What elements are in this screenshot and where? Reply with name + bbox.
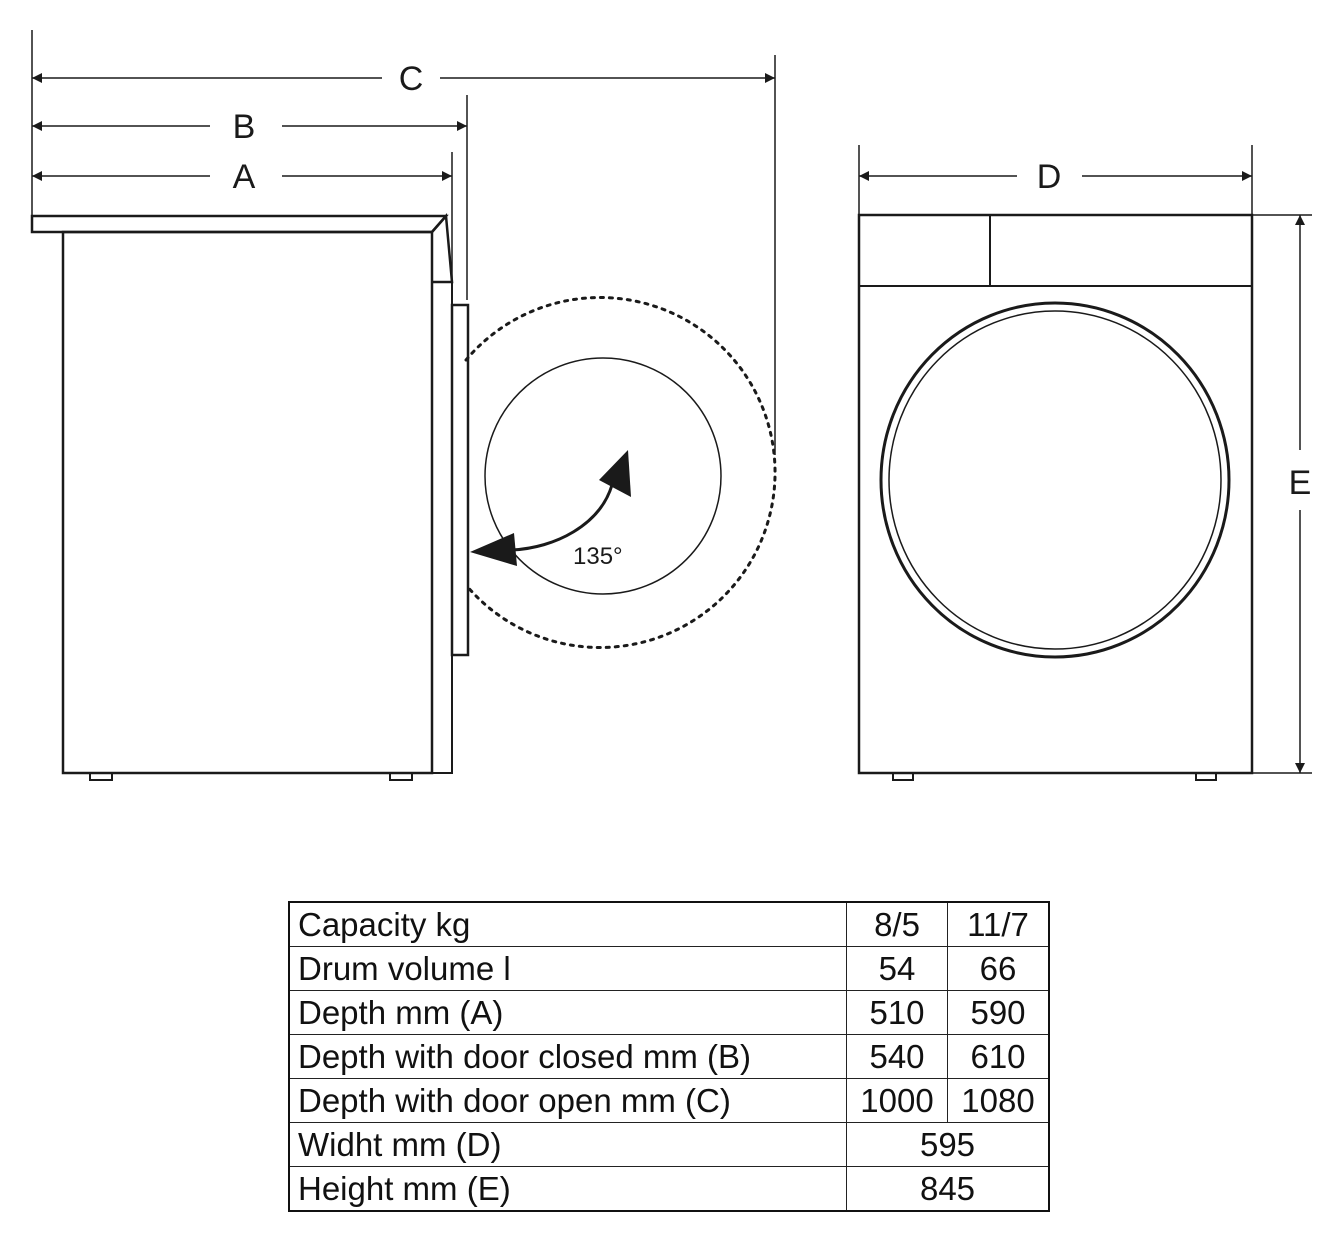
front-foot-left xyxy=(892,772,914,781)
row-label: Depth with door open mm (C) xyxy=(288,1078,847,1123)
top-plate xyxy=(30,214,449,234)
value-cell: 595 xyxy=(846,1122,1050,1167)
row-label: Depth with door closed mm (B) xyxy=(288,1034,847,1079)
door-open-circle xyxy=(484,357,722,595)
dim-label-d: D xyxy=(1037,158,1062,196)
side-foot-left xyxy=(89,772,113,781)
side-foot-right xyxy=(389,772,413,781)
side-view xyxy=(30,30,777,781)
value-cell: 54 xyxy=(846,946,948,991)
row-label: Depth mm (A) xyxy=(288,990,847,1035)
value-cell: 510 xyxy=(846,990,948,1035)
front-body xyxy=(857,213,1254,775)
table-row: Depth with door closed mm (B) 540 610 xyxy=(288,1034,1050,1079)
dim-label-a: A xyxy=(233,158,256,196)
table-row: Depth with door open mm (C) 1000 1080 xyxy=(288,1078,1050,1123)
table-row: Drum volume l 54 66 xyxy=(288,946,1050,991)
front-view xyxy=(857,145,1312,781)
value-cell: 11/7 xyxy=(947,901,1050,947)
porthole-inner xyxy=(888,310,1222,650)
front-foot-right xyxy=(1195,772,1217,781)
table-row: Height mm (E) 845 xyxy=(288,1166,1050,1212)
row-label: Widht mm (D) xyxy=(288,1122,847,1167)
door-angle-arrowhead-top xyxy=(599,450,631,497)
dim-label-e: E xyxy=(1289,464,1312,502)
value-cell: 66 xyxy=(947,946,1050,991)
row-label: Drum volume l xyxy=(288,946,847,991)
value-cell: 8/5 xyxy=(846,901,948,947)
side-console xyxy=(431,212,454,284)
value-cell: 540 xyxy=(846,1034,948,1079)
side-door xyxy=(450,303,470,657)
value-cell: 1080 xyxy=(947,1078,1050,1123)
row-label: Height mm (E) xyxy=(288,1166,847,1212)
table-row: Capacity kg 8/5 11/7 xyxy=(288,901,1050,947)
side-front-panel xyxy=(431,281,453,774)
table-row: Widht mm (D) 595 xyxy=(288,1122,1050,1167)
dim-label-c: C xyxy=(399,60,424,98)
dim-label-b: B xyxy=(233,108,256,146)
porthole-outer xyxy=(879,301,1231,659)
table-row: Depth mm (A) 510 590 xyxy=(288,990,1050,1035)
door-angle-label: 135° xyxy=(573,543,623,570)
door-angle-arrowhead-left xyxy=(470,533,517,566)
dimension-drawing: 135° C B A D E xyxy=(30,30,1312,781)
row-label: Capacity kg xyxy=(288,901,847,947)
side-body xyxy=(61,230,434,775)
value-cell: 590 xyxy=(947,990,1050,1035)
door-angle-arrow xyxy=(511,484,614,552)
door-swing-dotted-arc xyxy=(464,296,777,649)
value-cell: 845 xyxy=(846,1166,1050,1212)
specifications-table: Capacity kg 8/5 11/7 Drum volume l 54 66… xyxy=(288,901,1050,1212)
value-cell: 1000 xyxy=(846,1078,948,1123)
value-cell: 610 xyxy=(947,1034,1050,1079)
